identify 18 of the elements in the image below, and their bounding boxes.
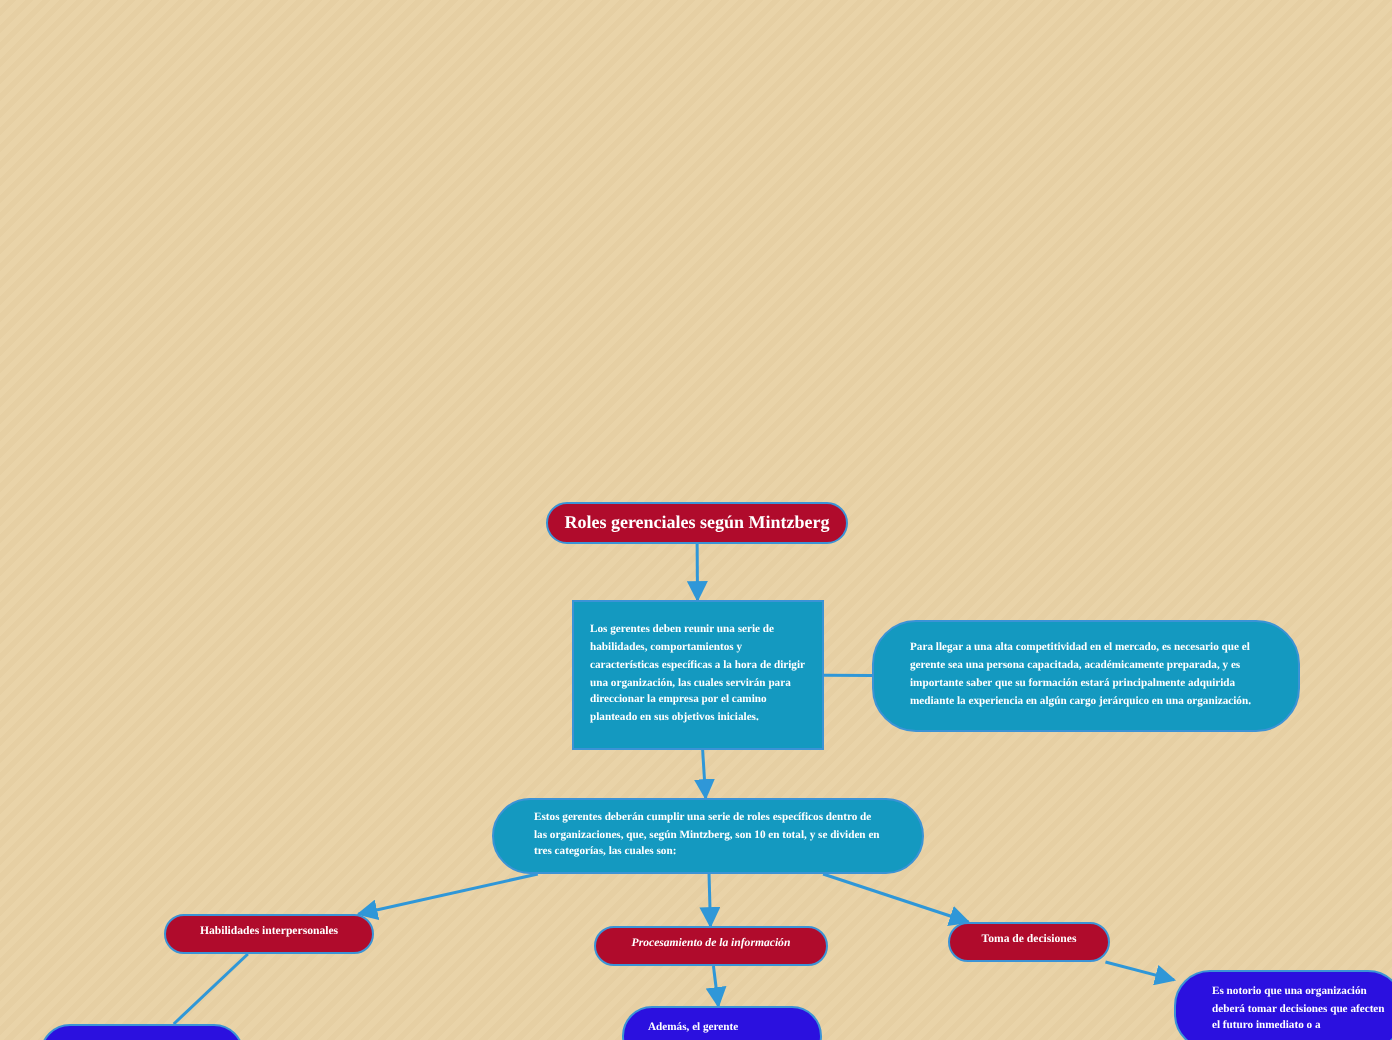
arrow <box>686 544 708 603</box>
title-text: Roles gerenciales según Mintzberg <box>564 510 830 537</box>
note-box <box>572 600 824 750</box>
category-box <box>948 922 1110 962</box>
arrow <box>705 965 727 1009</box>
arrow <box>694 749 715 801</box>
arrow <box>822 872 971 927</box>
connector-line <box>824 673 872 677</box>
note-box <box>1174 970 1392 1040</box>
connector-line <box>172 952 249 1026</box>
arrow <box>356 872 539 921</box>
category-box <box>164 914 374 954</box>
note-box <box>492 798 924 874</box>
arrow <box>1105 960 1177 986</box>
arrow <box>699 873 721 929</box>
note-box <box>872 620 1300 732</box>
title-box <box>546 502 848 544</box>
category-box <box>594 926 828 966</box>
